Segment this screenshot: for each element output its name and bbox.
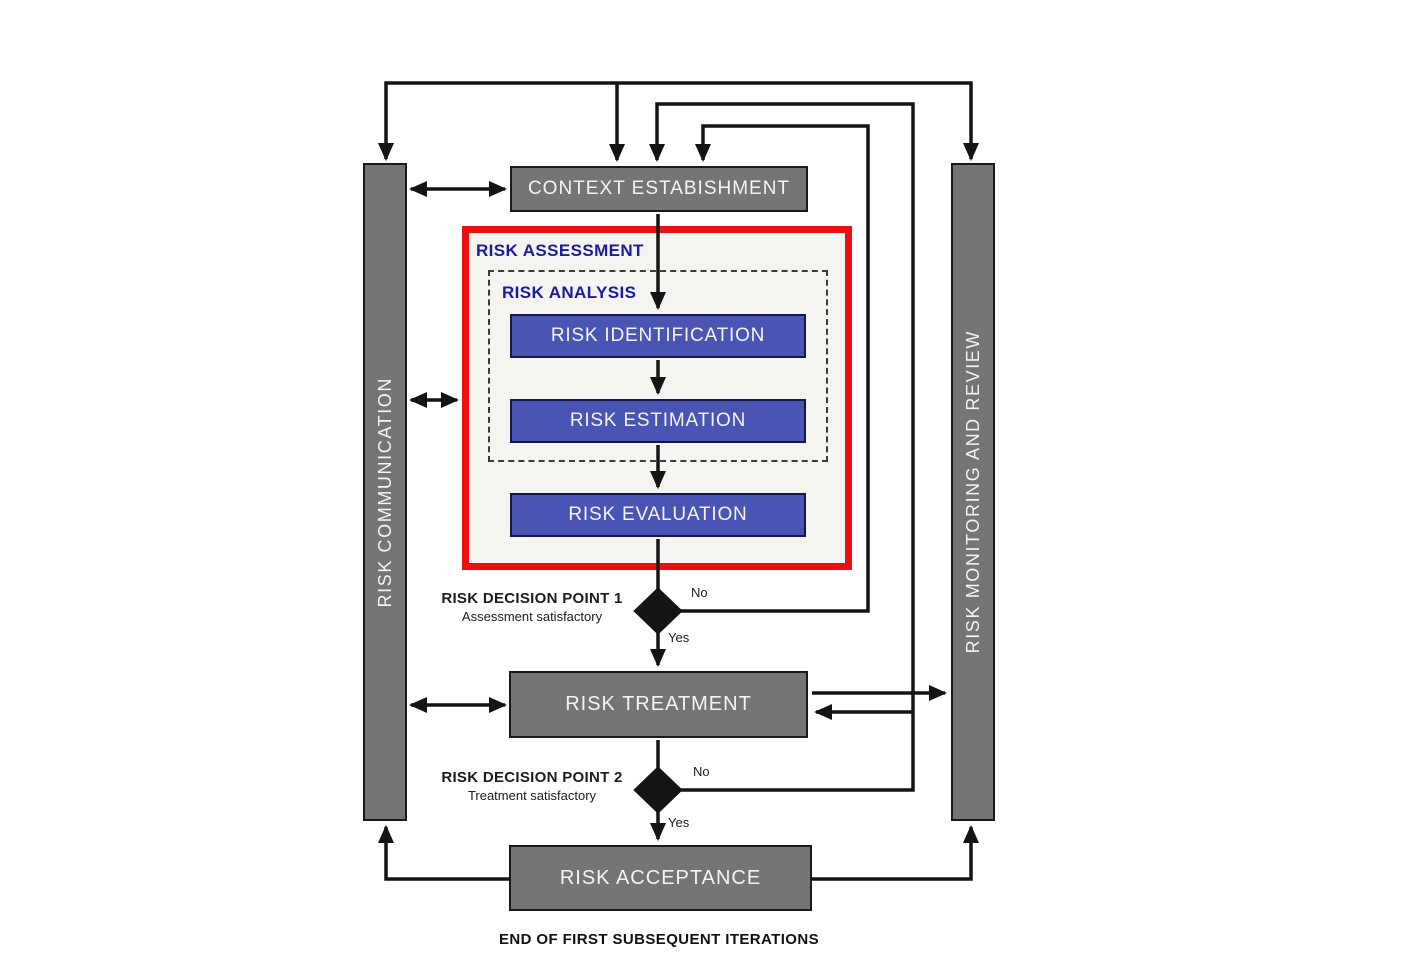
risk-estimation-box: RISK ESTIMATION (510, 399, 806, 443)
dp1-no-label: No (691, 585, 708, 600)
dp2-no-label: No (693, 764, 710, 779)
decision-point-1-label: RISK DECISION POINT 1 Assessment satisfa… (432, 590, 632, 624)
dp2-yes-label: Yes (668, 815, 690, 830)
risk-evaluation-box: RISK EVALUATION (510, 493, 806, 537)
footer-caption: END OF FIRST SUBSEQUENT ITERATIONS (498, 931, 819, 948)
decision-point-2-subtitle: Treatment satisfactory (467, 788, 597, 803)
top-loop-line (377, 81, 980, 162)
risk-communication-bar: RISK COMMUNICATION (363, 163, 407, 821)
decision-point-2-label: RISK DECISION POINT 2 Treatment satisfac… (432, 769, 632, 803)
acceptance-to-monitoring-line (810, 824, 980, 881)
decision-diamond-1 (633, 587, 683, 635)
decision-point-1-title: RISK DECISION POINT 1 (441, 590, 623, 607)
decision-point-1-subtitle: Assessment satisfactory (461, 609, 603, 624)
risk-treatment-box: RISK TREATMENT (509, 671, 808, 738)
risk-monitoring-bar: RISK MONITORING AND REVIEW (951, 163, 995, 821)
dp1-yes-label: Yes (668, 630, 690, 645)
risk-assessment-label: RISK ASSESSMENT (476, 241, 644, 260)
risk-communication-label: RISK COMMUNICATION (374, 376, 395, 608)
risk-identification-box: RISK IDENTIFICATION (510, 314, 806, 358)
risk-analysis-label: RISK ANALYSIS (502, 283, 637, 302)
acceptance-to-communication-line (377, 824, 510, 881)
decision-point-2-title: RISK DECISION POINT 2 (441, 769, 623, 786)
context-establishment-box: CONTEXT ESTABISHMENT (510, 166, 808, 212)
risk-monitoring-label: RISK MONITORING AND REVIEW (962, 330, 983, 654)
risk-acceptance-box: RISK ACCEPTANCE (509, 845, 812, 911)
decision-diamond-2 (633, 766, 683, 814)
